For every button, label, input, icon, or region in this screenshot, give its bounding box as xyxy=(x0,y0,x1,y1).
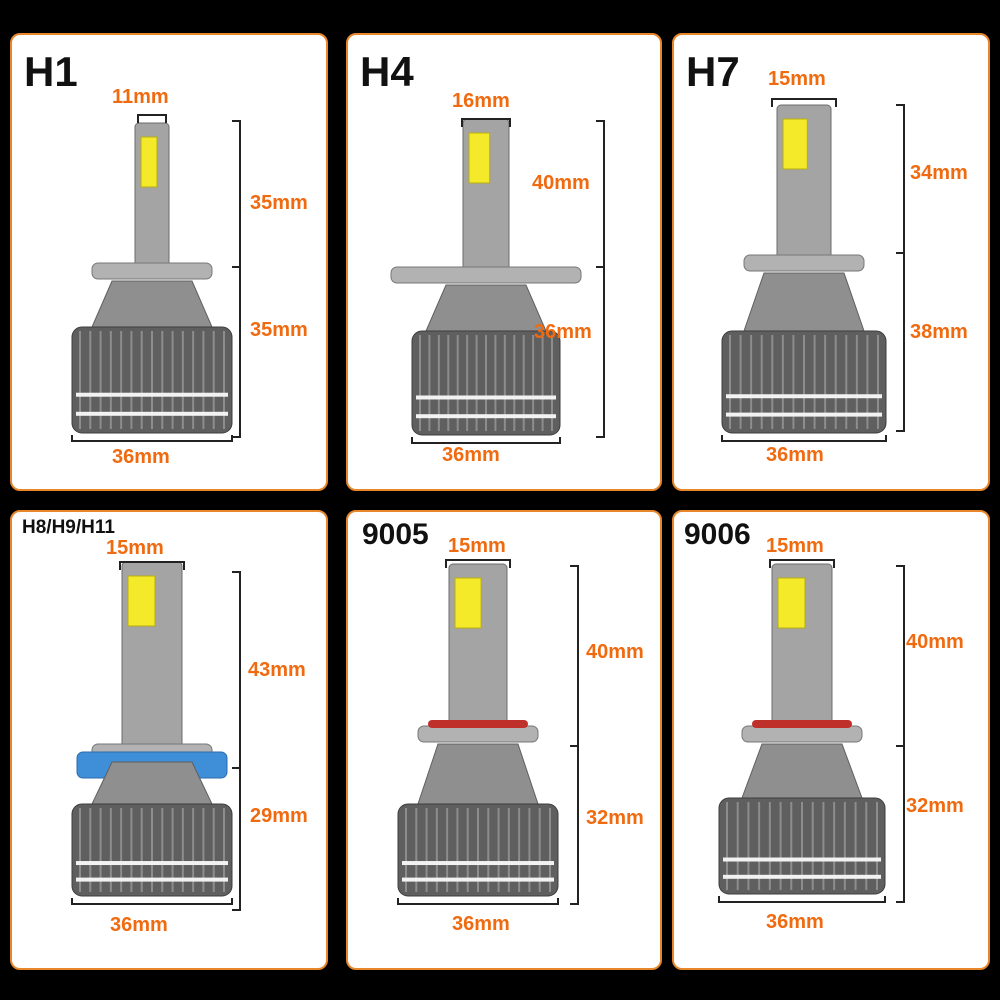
bulb-card-9005: 9005 15mm 40mm 32mm 36mm xyxy=(346,510,662,970)
lower-height-label: 29mm xyxy=(250,805,308,827)
bulb-card-h8-h9-h11: H8/H9/H11 15mm 43mm 29mm 36mm xyxy=(10,510,328,970)
bulb-model-title: H7 xyxy=(686,48,740,95)
base-width-label: 36mm xyxy=(766,911,824,933)
led-chip xyxy=(782,118,808,170)
bulb-collar xyxy=(390,266,582,284)
top-width-bracket xyxy=(771,98,837,107)
heatsink-stripe xyxy=(723,874,881,879)
top-width-bracket xyxy=(119,561,185,570)
bulb-model-title: H1 xyxy=(24,48,78,95)
base-width-bracket xyxy=(718,896,886,903)
heatsink-stripe xyxy=(416,395,556,400)
top-width-label: 15mm xyxy=(768,68,826,90)
bulb-collar xyxy=(741,725,863,743)
bulb-taper xyxy=(743,272,865,332)
bulb-model-title: 9006 xyxy=(684,518,751,551)
bulb-taper xyxy=(741,743,863,799)
heatsink-stripe xyxy=(416,414,556,419)
bulb-illustration xyxy=(71,114,241,442)
upper-height-label: 35mm xyxy=(250,192,308,214)
upper-height-label: 43mm xyxy=(248,659,306,681)
base-width-bracket xyxy=(71,435,233,442)
top-width-bracket xyxy=(445,559,511,568)
top-width-bracket xyxy=(137,114,167,123)
base-width-label: 36mm xyxy=(452,913,510,935)
red-ring xyxy=(752,720,852,728)
top-width-bracket xyxy=(769,559,835,568)
led-chip xyxy=(777,577,806,629)
height-bracket xyxy=(596,120,605,438)
upper-height-label: 34mm xyxy=(910,162,968,184)
top-width-label: 15mm xyxy=(766,535,824,557)
heatsink-stripe xyxy=(76,877,228,882)
height-bracket xyxy=(232,120,241,438)
bulb-illustration xyxy=(718,559,905,903)
heatsink-stripe xyxy=(402,861,554,866)
heatsink-stripe xyxy=(76,392,228,397)
bulb-card-9006: 9006 15mm 40mm 32mm 36mm xyxy=(672,510,990,970)
upper-height-label: 40mm xyxy=(906,631,964,653)
lower-height-label: 32mm xyxy=(586,807,644,829)
top-width-bracket xyxy=(461,118,511,127)
bulb-model-title: H4 xyxy=(360,48,414,95)
bulb-taper xyxy=(91,761,213,805)
red-ring xyxy=(428,720,528,728)
bulb-card-h1: H1 11mm 35mm 35mm 36mm xyxy=(10,33,328,491)
height-bracket xyxy=(896,565,905,903)
heatsink-stripe xyxy=(402,877,554,882)
led-chip xyxy=(140,136,158,188)
bulb-illustration xyxy=(390,118,605,444)
upper-height-label: 40mm xyxy=(532,172,590,194)
bulb-model-title: 9005 xyxy=(362,518,429,551)
bulb-collar xyxy=(91,262,213,280)
led-chip xyxy=(468,132,491,184)
base-width-label: 36mm xyxy=(112,446,170,468)
top-width-label: 15mm xyxy=(448,535,506,557)
bulb-collar xyxy=(417,725,539,743)
lower-height-label: 36mm xyxy=(534,321,592,343)
bulb-illustration xyxy=(71,561,241,911)
height-bracket xyxy=(232,571,241,911)
bulb-card-h4: H4 16mm 40mm 36mm 36mm xyxy=(346,33,662,491)
height-bracket xyxy=(896,104,905,432)
heatsink-stripe xyxy=(76,411,228,416)
base-width-bracket xyxy=(411,437,561,444)
heatsink-stripe xyxy=(76,861,228,866)
bulb-illustration xyxy=(721,98,905,442)
bulb-taper xyxy=(425,284,547,332)
bulb-collar xyxy=(743,254,865,272)
top-width-label: 15mm xyxy=(106,537,164,559)
base-width-bracket xyxy=(71,898,233,905)
lower-height-label: 32mm xyxy=(906,795,964,817)
upper-height-label: 40mm xyxy=(586,641,644,663)
heatsink-stripe xyxy=(726,412,882,417)
lower-height-label: 35mm xyxy=(250,319,308,341)
base-width-label: 36mm xyxy=(766,444,824,466)
led-chip xyxy=(454,577,482,629)
height-bracket xyxy=(570,565,579,905)
lower-height-label: 38mm xyxy=(910,321,968,343)
bulb-taper xyxy=(91,280,213,328)
top-width-label: 11mm xyxy=(112,86,169,108)
top-width-label: 16mm xyxy=(452,90,510,112)
led-chip xyxy=(127,575,156,627)
base-width-bracket xyxy=(397,898,559,905)
heatsink-stripe xyxy=(723,857,881,862)
bulb-card-h7: H7 15mm 34mm 38mm 36mm xyxy=(672,33,990,491)
heatsink-stripe xyxy=(726,394,882,399)
bulb-model-title: H8/H9/H11 xyxy=(22,517,115,538)
bulb-taper xyxy=(417,743,539,805)
base-width-label: 36mm xyxy=(110,914,168,936)
base-width-bracket xyxy=(721,435,887,442)
base-width-label: 36mm xyxy=(442,444,500,466)
bulb-illustration xyxy=(397,559,579,905)
